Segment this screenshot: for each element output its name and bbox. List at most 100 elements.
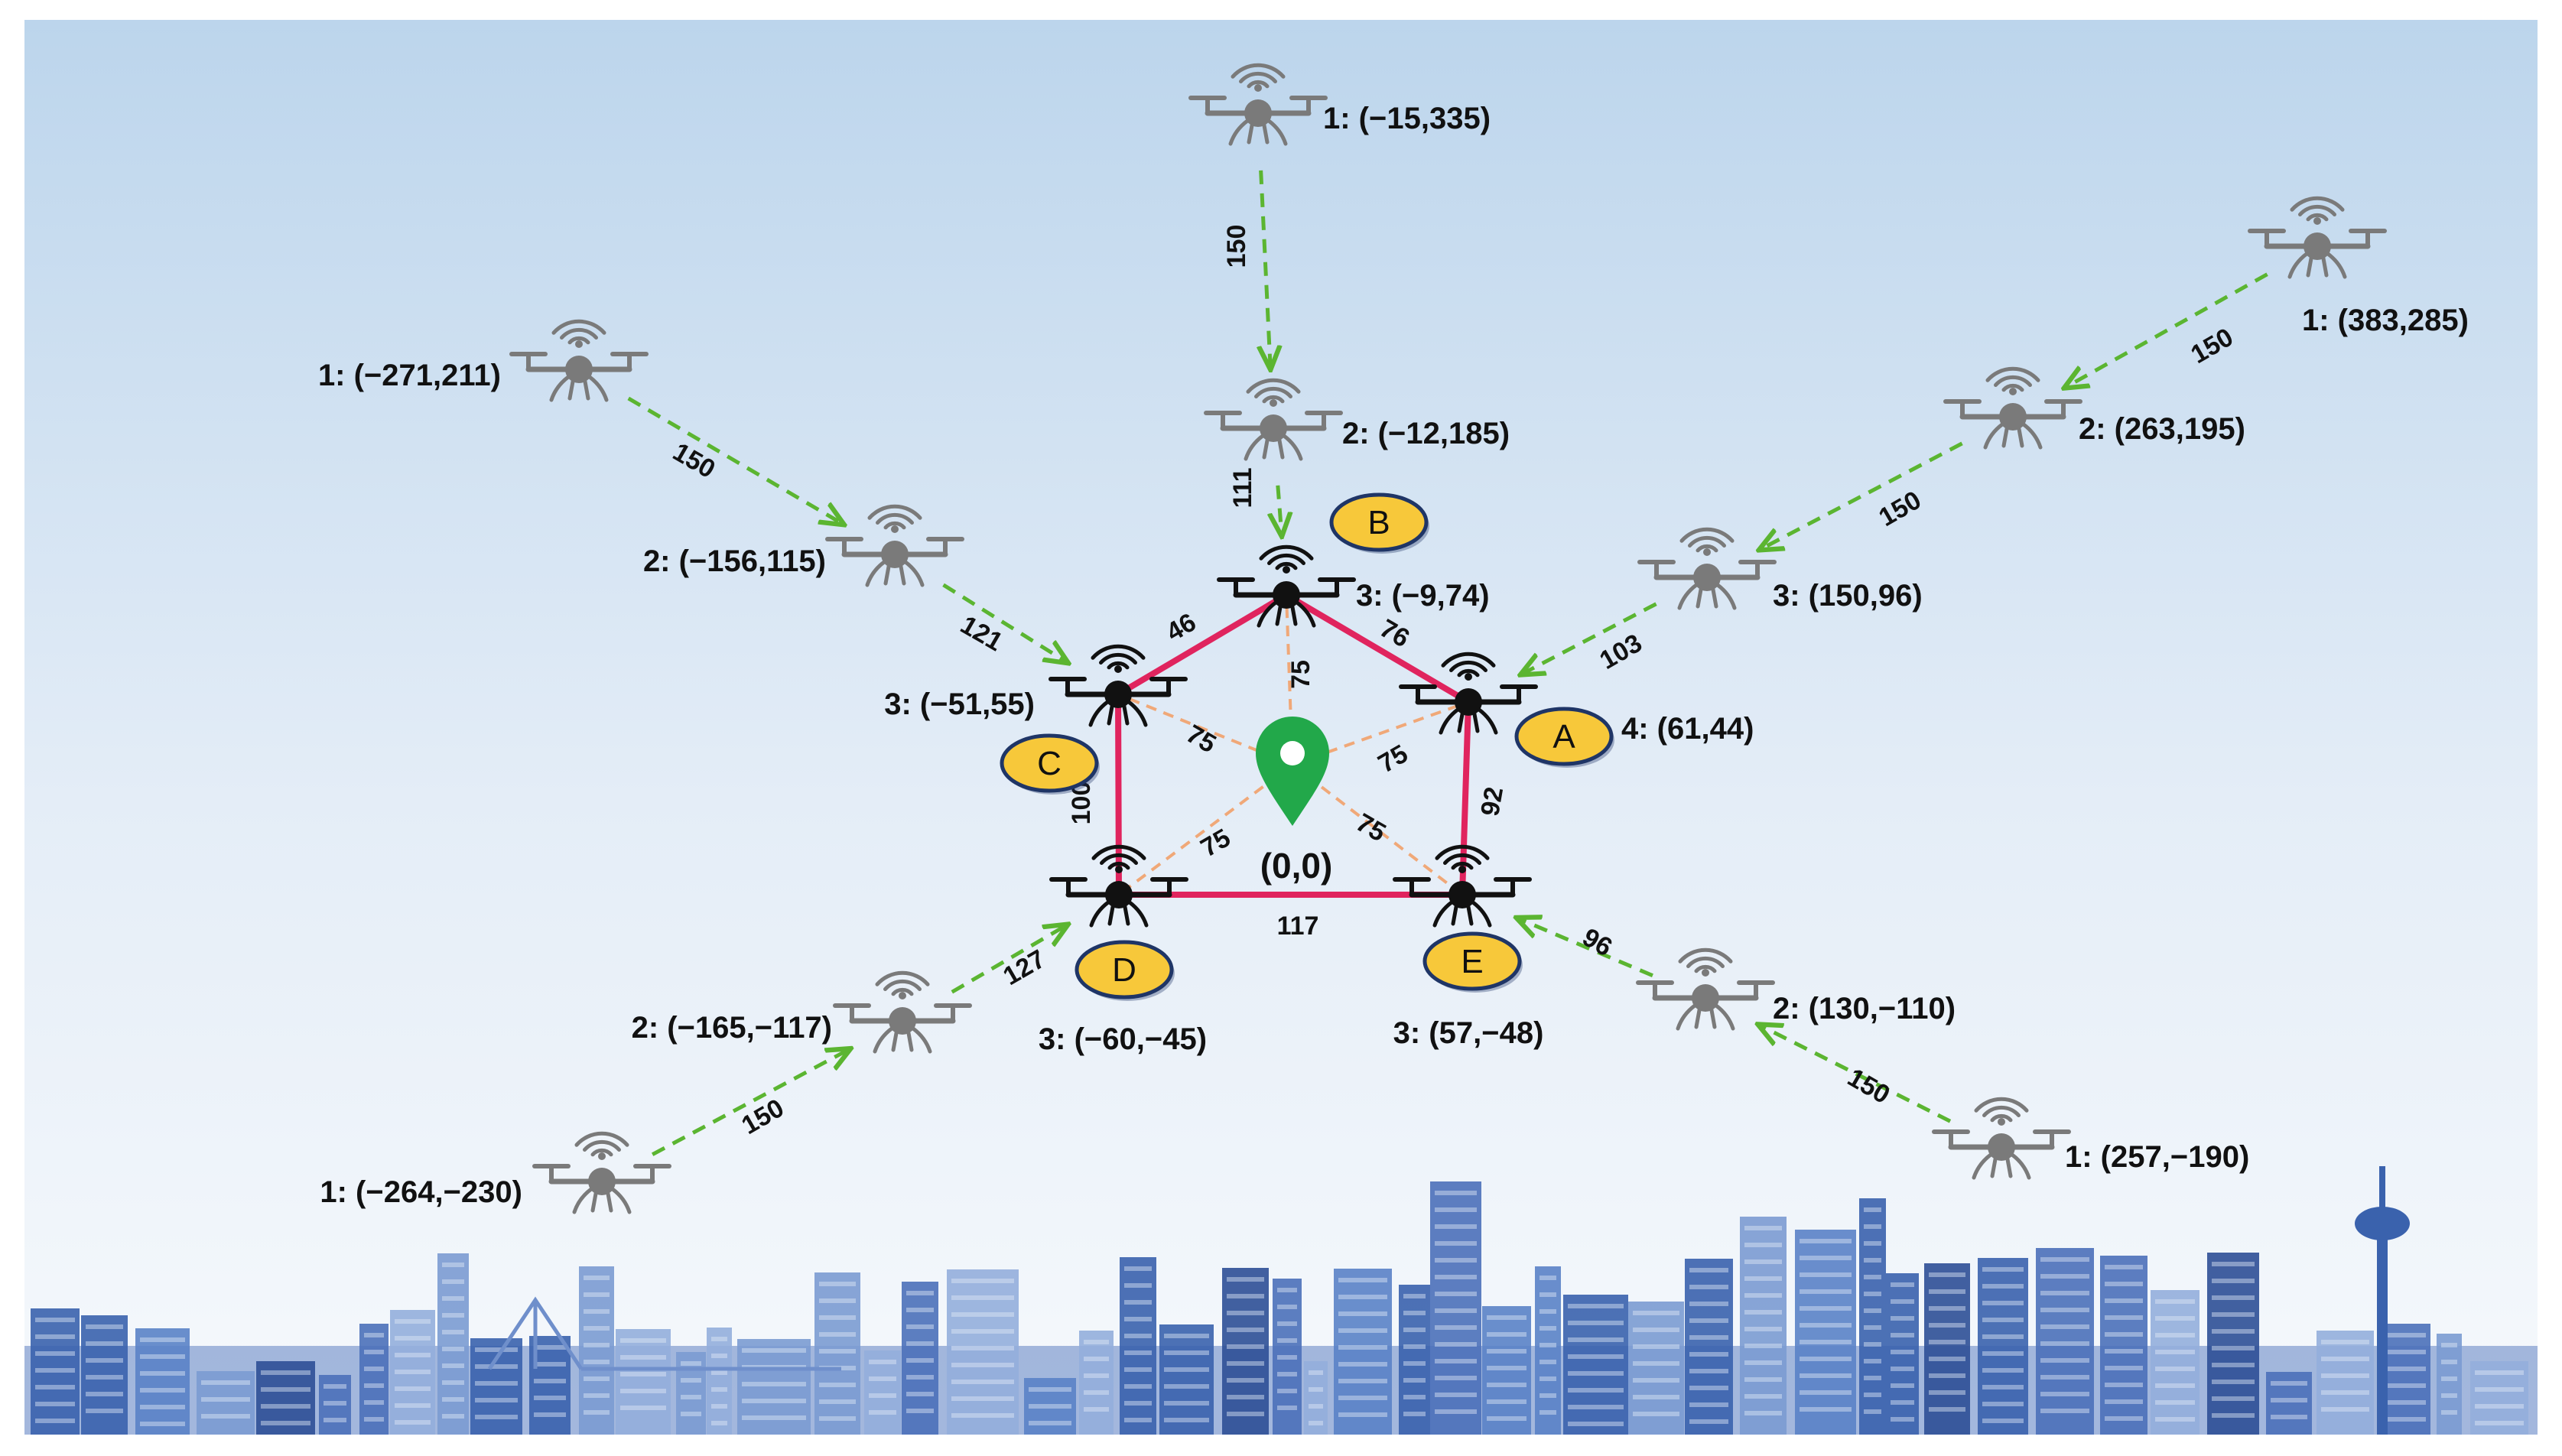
drone-coordinate-label: 2: (−156,115) — [643, 544, 826, 578]
skyline-building — [1886, 1273, 1919, 1435]
skyline-window-row — [364, 1417, 384, 1422]
skyline-window-row — [1487, 1315, 1526, 1320]
skyline-window-row — [906, 1308, 934, 1312]
skyline-window-row — [906, 1375, 934, 1380]
drone-coordinate-label: 2: (−165,−117) — [632, 1011, 832, 1045]
skyline-window-row — [1891, 1316, 1914, 1321]
skyline-building — [1978, 1258, 2028, 1435]
skyline-window-row — [1227, 1344, 1264, 1349]
skyline-window-row — [1982, 1368, 2024, 1373]
skyline-window-row — [2271, 1415, 2307, 1419]
drone-icon — [1204, 378, 1343, 461]
radius-line — [1117, 693, 1293, 766]
skyline-window-row — [1689, 1419, 1728, 1424]
skyline-window-row — [2475, 1387, 2524, 1392]
skyline-window-row — [2040, 1257, 2089, 1262]
skyline-window-row — [261, 1370, 310, 1375]
skyline-window-row — [1435, 1342, 1477, 1347]
skyline-window-row — [395, 1336, 431, 1341]
skyline-building — [814, 1272, 860, 1435]
skyline-window-row — [1982, 1351, 2024, 1356]
skyline-window-row — [1800, 1256, 1852, 1260]
skyline-window-row — [86, 1324, 123, 1329]
skyline-window-row — [1227, 1378, 1264, 1383]
skyline-window-row — [442, 1380, 464, 1385]
drone-l2 — [825, 504, 964, 587]
skyline-building — [2381, 1324, 2430, 1435]
skyline-window-row — [1487, 1416, 1526, 1421]
skyline-window-row — [2155, 1316, 2195, 1321]
skyline-window-row — [1539, 1309, 1556, 1314]
skyline-window-row — [1435, 1258, 1477, 1263]
skyline-window-row — [324, 1401, 346, 1406]
skyline-building — [902, 1282, 938, 1435]
skyline-window-row — [1568, 1304, 1624, 1308]
skyline-window-row — [1633, 1412, 1679, 1416]
skyline-window-row — [2212, 1396, 2255, 1401]
drone-r1 — [2248, 196, 2387, 279]
skyline-window-row — [681, 1412, 701, 1416]
skyline-window-row — [1633, 1395, 1679, 1399]
skyline-window-row — [475, 1415, 518, 1419]
drone-badge-letter: A — [1552, 718, 1575, 756]
drone-coordinate-label: 3: (−51,55) — [884, 687, 1035, 721]
skyline-building — [2151, 1290, 2199, 1435]
skyline-window-row — [584, 1360, 610, 1364]
formation-edge — [1115, 592, 1289, 697]
skyline-window-row — [1539, 1276, 1556, 1280]
skyline-window-row — [1929, 1272, 1965, 1277]
skyline-window-row — [1227, 1277, 1264, 1282]
skyline-window-row — [1124, 1300, 1152, 1305]
skyline-window-row — [2212, 1329, 2255, 1334]
skyline-window-row — [1084, 1373, 1109, 1378]
drone-coordinate-label: 3: (150,96) — [1773, 579, 1923, 613]
drone-icon — [1636, 947, 1775, 1031]
skyline-window-row — [2040, 1358, 2089, 1363]
skyline-window-row — [1435, 1207, 1477, 1212]
skyline-window-row — [951, 1346, 1014, 1350]
skyline-window-row — [2212, 1262, 2255, 1266]
drone-badge-letter: E — [1461, 943, 1483, 980]
skyline-window-row — [2105, 1416, 2143, 1421]
skyline-window-row — [1084, 1340, 1109, 1344]
skyline-window-row — [1744, 1259, 1782, 1264]
skyline-window-row — [1487, 1366, 1526, 1370]
skyline-building — [2437, 1334, 2462, 1435]
radius-line — [1292, 700, 1469, 766]
skyline-window-row — [1124, 1418, 1152, 1422]
skyline-window-row — [819, 1416, 856, 1421]
skyline-window-row — [1929, 1289, 1965, 1294]
skyline-window-row — [534, 1412, 566, 1417]
skyline-window-row — [951, 1279, 1014, 1283]
skyline-window-row — [1164, 1350, 1209, 1355]
drone-r3 — [1637, 527, 1777, 610]
drone-coordinate-label: 1: (383,285) — [2302, 304, 2469, 337]
skyline-window-row — [819, 1315, 856, 1320]
skyline-building — [437, 1253, 469, 1435]
skyline-window-row — [1568, 1321, 1624, 1325]
skyline-building — [1079, 1331, 1114, 1435]
drone-bl1 — [532, 1131, 671, 1214]
skyline-window-row — [1864, 1224, 1881, 1229]
skyline-window-row — [906, 1409, 934, 1413]
skyline-window-row — [1124, 1367, 1152, 1372]
skyline-window-row — [1164, 1334, 1209, 1338]
skyline-window-row — [1864, 1409, 1881, 1414]
skyline-window-row — [2105, 1383, 2143, 1387]
skyline-window-row — [442, 1330, 464, 1334]
skyline-window-row — [1029, 1404, 1071, 1409]
skyline-window-row — [1309, 1404, 1323, 1409]
skyline-window-row — [1568, 1388, 1624, 1393]
drone-D — [1049, 844, 1188, 928]
skyline-window-row — [86, 1341, 123, 1346]
skyline-window-row — [1338, 1362, 1387, 1367]
skyline-window-row — [1487, 1349, 1526, 1354]
drone-coordinate-label: 1: (257,−190) — [2065, 1140, 2249, 1174]
skyline-window-row — [1084, 1390, 1109, 1395]
skyline-window-row — [534, 1345, 566, 1350]
skyline-window-row — [2385, 1383, 2426, 1388]
skyline-building — [1304, 1361, 1328, 1435]
skyline-window-row — [2475, 1370, 2524, 1375]
skyline-window-row — [1744, 1394, 1782, 1399]
